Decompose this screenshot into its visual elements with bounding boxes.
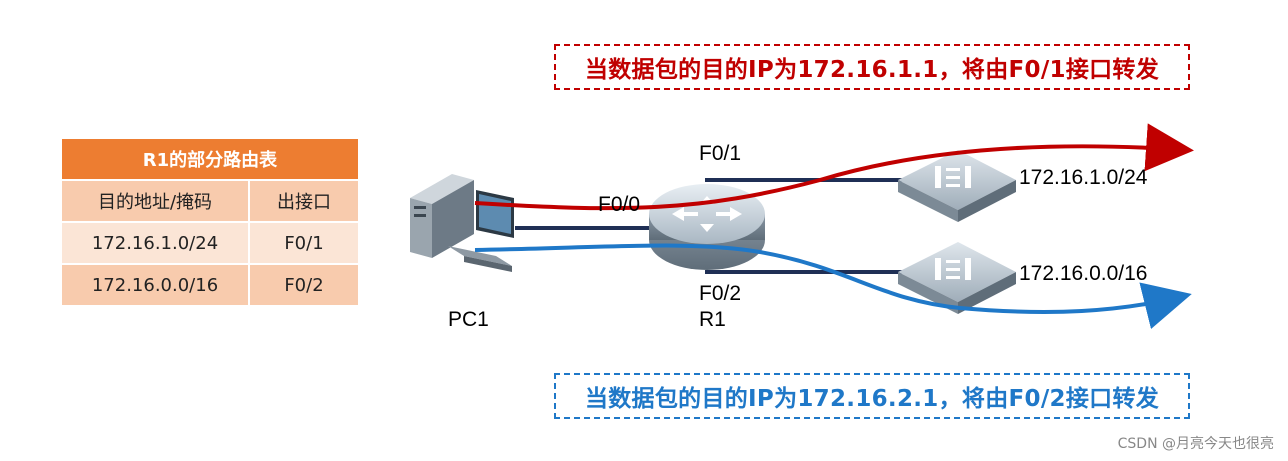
- row1-iface: F0/1: [250, 223, 358, 263]
- switch-icon: [898, 242, 1016, 314]
- network-2-label: 172.16.0.0/16: [1019, 262, 1148, 285]
- interface-f00-label: F0/0: [598, 193, 641, 216]
- pc-label: PC1: [448, 308, 489, 331]
- switch-icon: [898, 150, 1016, 222]
- routing-table-row: 172.16.0.0/16 F0/2: [62, 265, 358, 305]
- callout-f02: 当数据包的目的IP为172.16.2.1，将由F0/2接口转发: [554, 373, 1190, 419]
- red-forwarding-path: [474, 123, 1194, 211]
- blue-forwarding-path: [474, 243, 1192, 329]
- router-label: R1: [699, 308, 726, 331]
- header-dest-mask: 目的地址/掩码: [62, 181, 248, 221]
- routing-table-header-row: 目的地址/掩码 出接口: [62, 181, 358, 221]
- routing-table-title: R1的部分路由表: [62, 139, 358, 179]
- links: [515, 178, 905, 274]
- routing-table-row: 172.16.1.0/24 F0/1: [62, 223, 358, 263]
- interface-f01-label: F0/1: [699, 142, 742, 165]
- interface-f02-label: F0/2: [699, 282, 742, 305]
- header-out-interface: 出接口: [250, 181, 358, 221]
- callout-f01: 当数据包的目的IP为172.16.1.1，将由F0/1接口转发: [554, 44, 1190, 90]
- callout-f01-text: 当数据包的目的IP为172.16.1.1，将由F0/1接口转发: [584, 57, 1160, 83]
- router-icon: [649, 184, 765, 270]
- row1-dest: 172.16.1.0/24: [62, 223, 248, 263]
- network-1-label: 172.16.1.0/24: [1019, 166, 1148, 189]
- row2-dest: 172.16.0.0/16: [62, 265, 248, 305]
- watermark: CSDN @月亮今天也很亮: [1117, 436, 1274, 452]
- row2-iface: F0/2: [250, 265, 358, 305]
- pc-icon: [410, 174, 514, 272]
- callout-f02-text: 当数据包的目的IP为172.16.2.1，将由F0/2接口转发: [584, 386, 1160, 412]
